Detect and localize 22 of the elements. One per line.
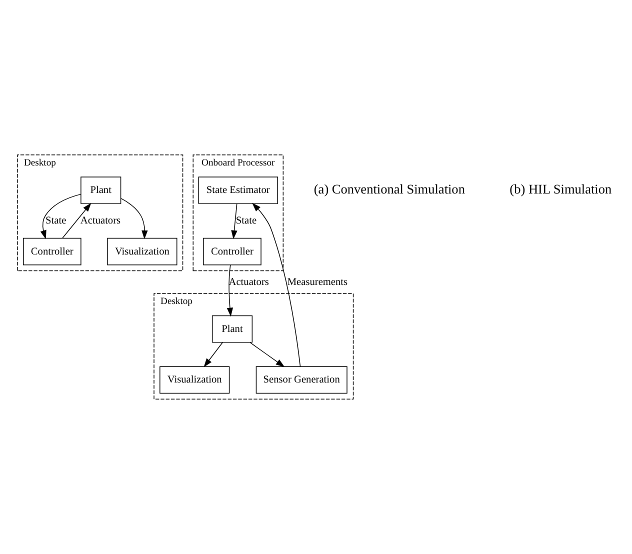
label: (b) HIL Simulation — [510, 182, 612, 197]
node-box: Visualization — [107, 238, 178, 266]
node-box: Visualization — [160, 366, 230, 394]
node-box: Controller — [203, 238, 262, 266]
edge-label: Actuators — [80, 216, 121, 227]
arrow — [62, 202, 92, 239]
label: (a) Conventional Simulation — [314, 182, 465, 197]
node-box: Controller — [23, 238, 82, 266]
arrow — [252, 202, 301, 367]
edge-label: Measurements — [287, 276, 348, 288]
arrow — [204, 342, 223, 368]
node-box: Sensor Generation — [256, 366, 348, 394]
edge-label: State — [46, 216, 66, 227]
arrow — [226, 264, 234, 317]
arrow — [250, 342, 285, 368]
node-box: Plant — [80, 176, 122, 204]
arrow — [40, 194, 82, 240]
arrow — [231, 203, 238, 240]
arrow — [120, 198, 148, 240]
node-box: State Estimator — [198, 176, 278, 204]
node-box: Plant — [212, 315, 253, 343]
edge-label: State — [236, 216, 257, 227]
